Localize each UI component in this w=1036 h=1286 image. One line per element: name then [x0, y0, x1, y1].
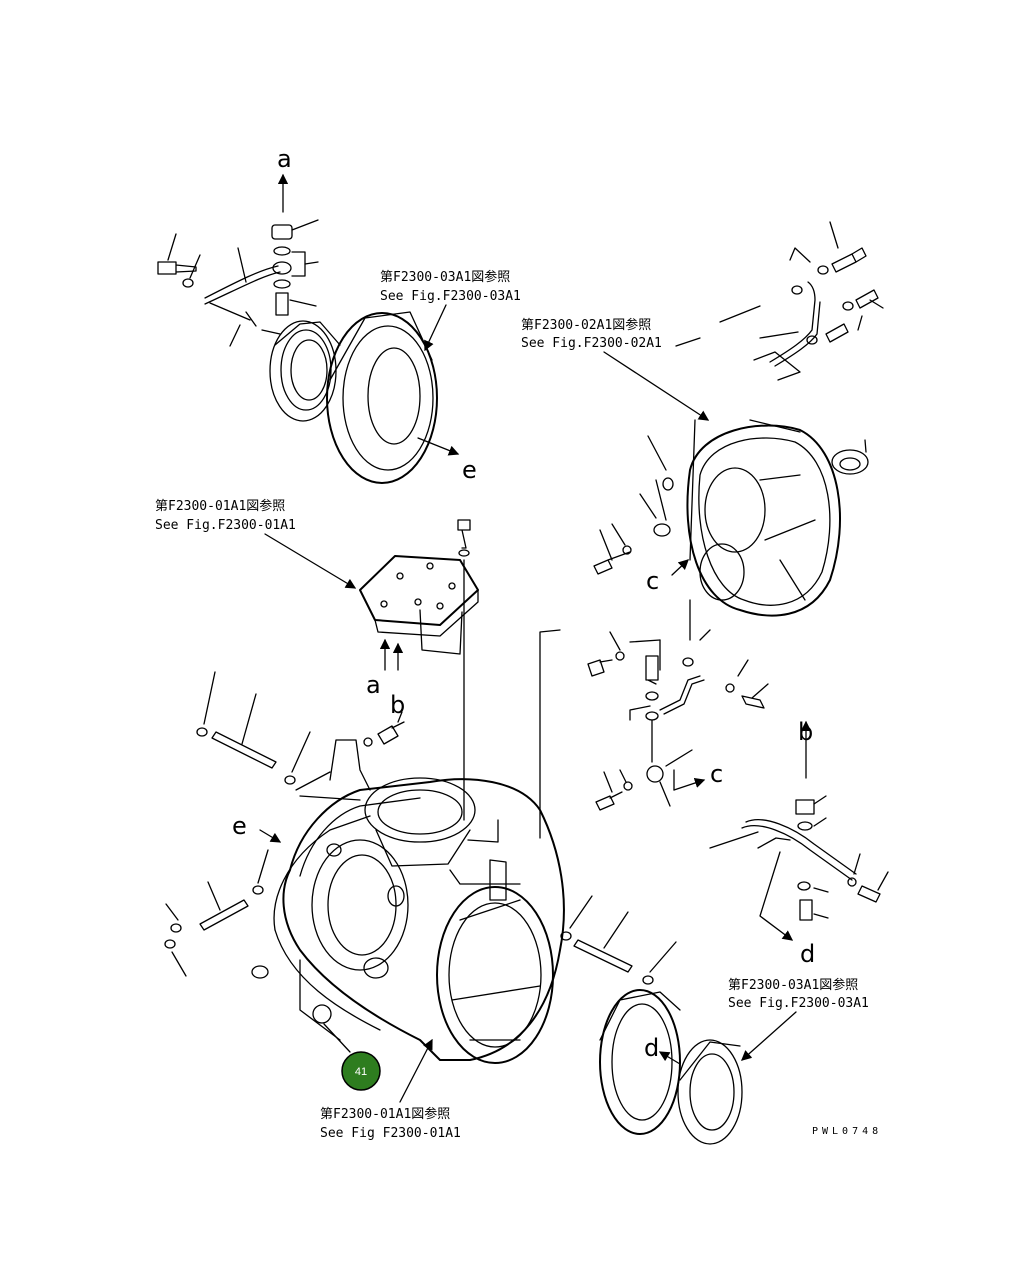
ref-01a1-mid-en: See Fig.F2300-01A1: [155, 518, 296, 533]
bottom-right-assembly: b d d 第F2300-03A1図参照 See Fig.F2300-03A1: [599, 718, 889, 1145]
letter-a-mid: a: [366, 671, 381, 699]
svg-text:See Fig.F2300-03A1: See Fig.F2300-03A1: [380, 289, 521, 304]
ref-02a1-en: See Fig.F2300-02A1: [521, 336, 662, 351]
ref-03a1-bottom-en: See Fig.F2300-03A1: [728, 996, 869, 1011]
letter-b-mid: b: [390, 691, 405, 719]
drawing-code: PWL0748: [812, 1126, 882, 1137]
letter-d-lower: d: [644, 1034, 659, 1062]
letter-b-right: b: [798, 718, 813, 746]
ref-03a1-top: 第F2300-03A1図参照 See Fig.F2300-03A1: [380, 269, 521, 352]
ref-02a1-jp: 第F2300-02A1図参照: [521, 317, 651, 333]
letter-d-right: d: [800, 940, 815, 968]
callout-leader: [323, 1023, 351, 1053]
right-middle-assembly: c: [587, 629, 769, 811]
svg-text:第F2300-01A1図参照: 第F2300-01A1図参照: [320, 1106, 450, 1122]
letter-c-upper: c: [646, 567, 659, 595]
ref-03a1-bottom-jp: 第F2300-03A1図参照: [728, 977, 858, 993]
top-right-assembly: 第F2300-02A1図参照 See Fig.F2300-02A1: [521, 221, 884, 641]
letter-e-top: e: [462, 456, 477, 484]
letter-e-lower: e: [232, 812, 247, 840]
main-housing: e: [164, 629, 677, 1064]
letter-c-lower: c: [710, 760, 723, 788]
letter-a-top: a: [277, 145, 292, 173]
callout-badge[interactable]: [341, 1051, 381, 1091]
ref-01a1-mid-jp: 第F2300-01A1図参照: [155, 498, 285, 514]
ref-01a1-bottom: 第F2300-01A1図参照 See Fig F2300-01A1: [320, 1038, 461, 1141]
callout-number: 41: [355, 1066, 367, 1078]
svg-text:第F2300-03A1図参照: 第F2300-03A1図参照: [380, 269, 510, 285]
top-left-assembly: a e: [157, 145, 477, 484]
svg-text:See Fig F2300-01A1: See Fig F2300-01A1: [320, 1126, 461, 1141]
callout-41[interactable]: 41: [341, 1051, 381, 1091]
middle-valve-assembly: 第F2300-01A1図参照 See Fig.F2300-01A1 a b: [155, 498, 479, 821]
